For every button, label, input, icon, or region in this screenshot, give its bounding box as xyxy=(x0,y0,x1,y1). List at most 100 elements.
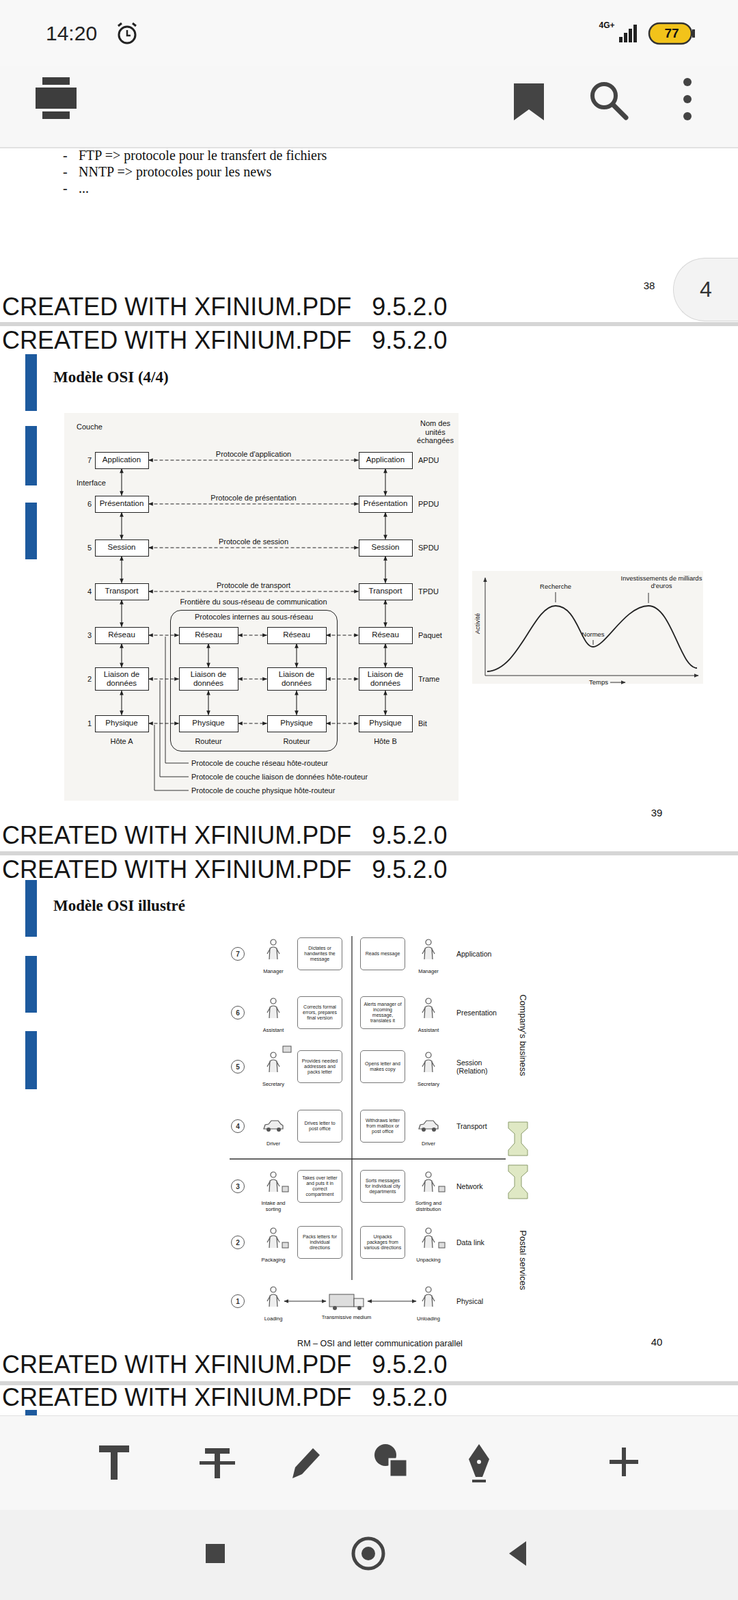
status-bar xyxy=(0,0,738,67)
status-bar xyxy=(118,26,136,44)
layer-number: 4 xyxy=(87,586,92,596)
chart-annotation: Investissements de milliards d'euros xyxy=(620,574,703,590)
layer-box: Liaison de données xyxy=(267,666,327,691)
page-number: 40 xyxy=(651,1335,663,1347)
box-text: Liaison de données xyxy=(362,669,410,688)
status-bar xyxy=(118,23,136,26)
watermark: CREATED WITH XFINIUM.PDF 9.5.2.0 xyxy=(2,1382,447,1411)
activity-chart xyxy=(485,577,486,676)
protocol-arrow xyxy=(326,634,359,635)
pdu-name: TPDU xyxy=(418,586,439,596)
boundary-label: Frontière du sous-réseau de communicatio… xyxy=(179,597,327,607)
navigation-bar xyxy=(353,1537,384,1568)
list-item: NNTP => protocoles pour les news xyxy=(78,164,272,180)
layer-name: Presentation xyxy=(456,1007,497,1017)
leader-line xyxy=(154,636,189,790)
protocol-arrow xyxy=(326,722,359,723)
annotation-toolbar xyxy=(472,1478,486,1482)
role-label: Assistant xyxy=(418,1027,439,1034)
layer-box: Physique xyxy=(94,714,149,732)
box-text: Takes over letter and puts it in correct… xyxy=(299,1174,340,1197)
letter-illustration xyxy=(284,1300,326,1302)
host-label: Hôte A xyxy=(110,736,133,746)
box-text: Protocoles internes au sous-réseau xyxy=(194,612,313,622)
layer-number: 3 xyxy=(87,630,92,640)
battery-level: 77 xyxy=(664,25,679,41)
task-box: Reads message xyxy=(360,936,406,970)
interface-arrow xyxy=(384,512,386,540)
list-item: ... xyxy=(78,180,89,197)
task-box: Dictates or handwrites the message xyxy=(297,936,343,970)
box-text: Physique xyxy=(369,718,402,728)
box-text: 4 xyxy=(699,276,713,303)
subnet-boundary: Protocoles internes au sous-réseauRéseau… xyxy=(170,609,338,751)
letter-illustration xyxy=(267,938,280,959)
group-label: Postal services xyxy=(517,1229,529,1289)
annotation-toolbar xyxy=(468,1443,490,1476)
letter-illustration xyxy=(229,1157,506,1159)
layer-box: Transport xyxy=(94,582,149,600)
letter-illustration xyxy=(263,1119,283,1131)
task-box: Opens letter and makes copy xyxy=(360,1049,406,1083)
pdu-name: Bit xyxy=(418,718,428,728)
role-label: Manager xyxy=(418,968,439,975)
box-text: Réseau xyxy=(107,630,136,639)
layer-box: Réseau xyxy=(358,626,413,644)
box-text: Session xyxy=(107,542,136,552)
box-text: 3 xyxy=(235,1182,240,1190)
layer-box: Session xyxy=(94,539,149,557)
task-box: Sorts messages for individual city depar… xyxy=(360,1169,406,1202)
box-text: Packs letters for individual directions xyxy=(299,1233,340,1250)
router-label: Routeur xyxy=(194,736,222,746)
slide-title: Modèle OSI (4/4) xyxy=(53,368,169,387)
watermark: CREATED WITH XFINIUM.PDF 9.5.2.0 xyxy=(2,292,447,321)
watermark: CREATED WITH XFINIUM.PDF 9.5.2.0 xyxy=(2,854,447,883)
layer-box: Application xyxy=(94,451,149,469)
role-label: Assistant xyxy=(263,1027,284,1034)
watermark: CREATED WITH XFINIUM.PDF 9.5.2.0 xyxy=(2,1349,447,1378)
box-text: Présentation xyxy=(363,498,408,508)
protocol-label: Protocole de session xyxy=(216,537,291,546)
axis-label: Activité xyxy=(474,612,482,635)
layer-name: Session (Relation) xyxy=(456,1057,495,1075)
interface-arrow xyxy=(384,468,386,496)
interface-arrow xyxy=(120,690,122,715)
app-toolbar xyxy=(612,104,626,118)
letter-illustration xyxy=(267,1286,280,1306)
slide-accent-bar xyxy=(25,353,37,411)
figure-caption: RM – OSI and letter communication parall… xyxy=(297,1337,463,1348)
host-label: Hôte B xyxy=(373,736,398,746)
role-label: Driver xyxy=(421,1140,436,1147)
letter-illustration xyxy=(422,938,435,959)
layer-box: Réseau xyxy=(94,626,149,644)
activity-chart xyxy=(555,591,649,645)
letter-illustration xyxy=(267,1227,280,1248)
activity-chart xyxy=(610,681,626,683)
layer-number-circle: 5 xyxy=(230,1059,245,1073)
layer-number: 1 xyxy=(87,718,92,728)
pdu-name: PPDU xyxy=(418,499,440,509)
letter-illustration xyxy=(282,1045,292,1052)
letter-illustration xyxy=(267,1171,280,1192)
watermark: CREATED WITH XFINIUM.PDF 9.5.2.0 xyxy=(2,820,447,849)
letter-illustration xyxy=(422,1227,435,1248)
layer-box: Liaison de données xyxy=(94,666,149,691)
status-bar xyxy=(649,23,692,44)
annotation-toolbar xyxy=(389,1458,408,1476)
letter-illustration xyxy=(508,1164,528,1198)
protocol-arrow xyxy=(238,634,268,635)
role-label: Intake and sorting xyxy=(255,1199,292,1212)
letter-illustration xyxy=(508,1121,528,1155)
app-toolbar xyxy=(0,66,738,149)
list-item: FTP => protocole pour le transfert de fi… xyxy=(78,147,327,164)
chart-annotation: Normes xyxy=(581,630,605,639)
box-text: Présentation xyxy=(99,498,145,508)
leader-label: Protocole de couche réseau hôte-routeur xyxy=(191,758,328,768)
scanned-figure-background xyxy=(64,412,704,801)
annotation-toolbar xyxy=(609,1458,639,1464)
box-text: 1 xyxy=(235,1296,240,1305)
box-text: 7 xyxy=(235,949,240,958)
box-text: Liaison de données xyxy=(182,669,236,688)
navigation-bar xyxy=(361,1545,376,1560)
